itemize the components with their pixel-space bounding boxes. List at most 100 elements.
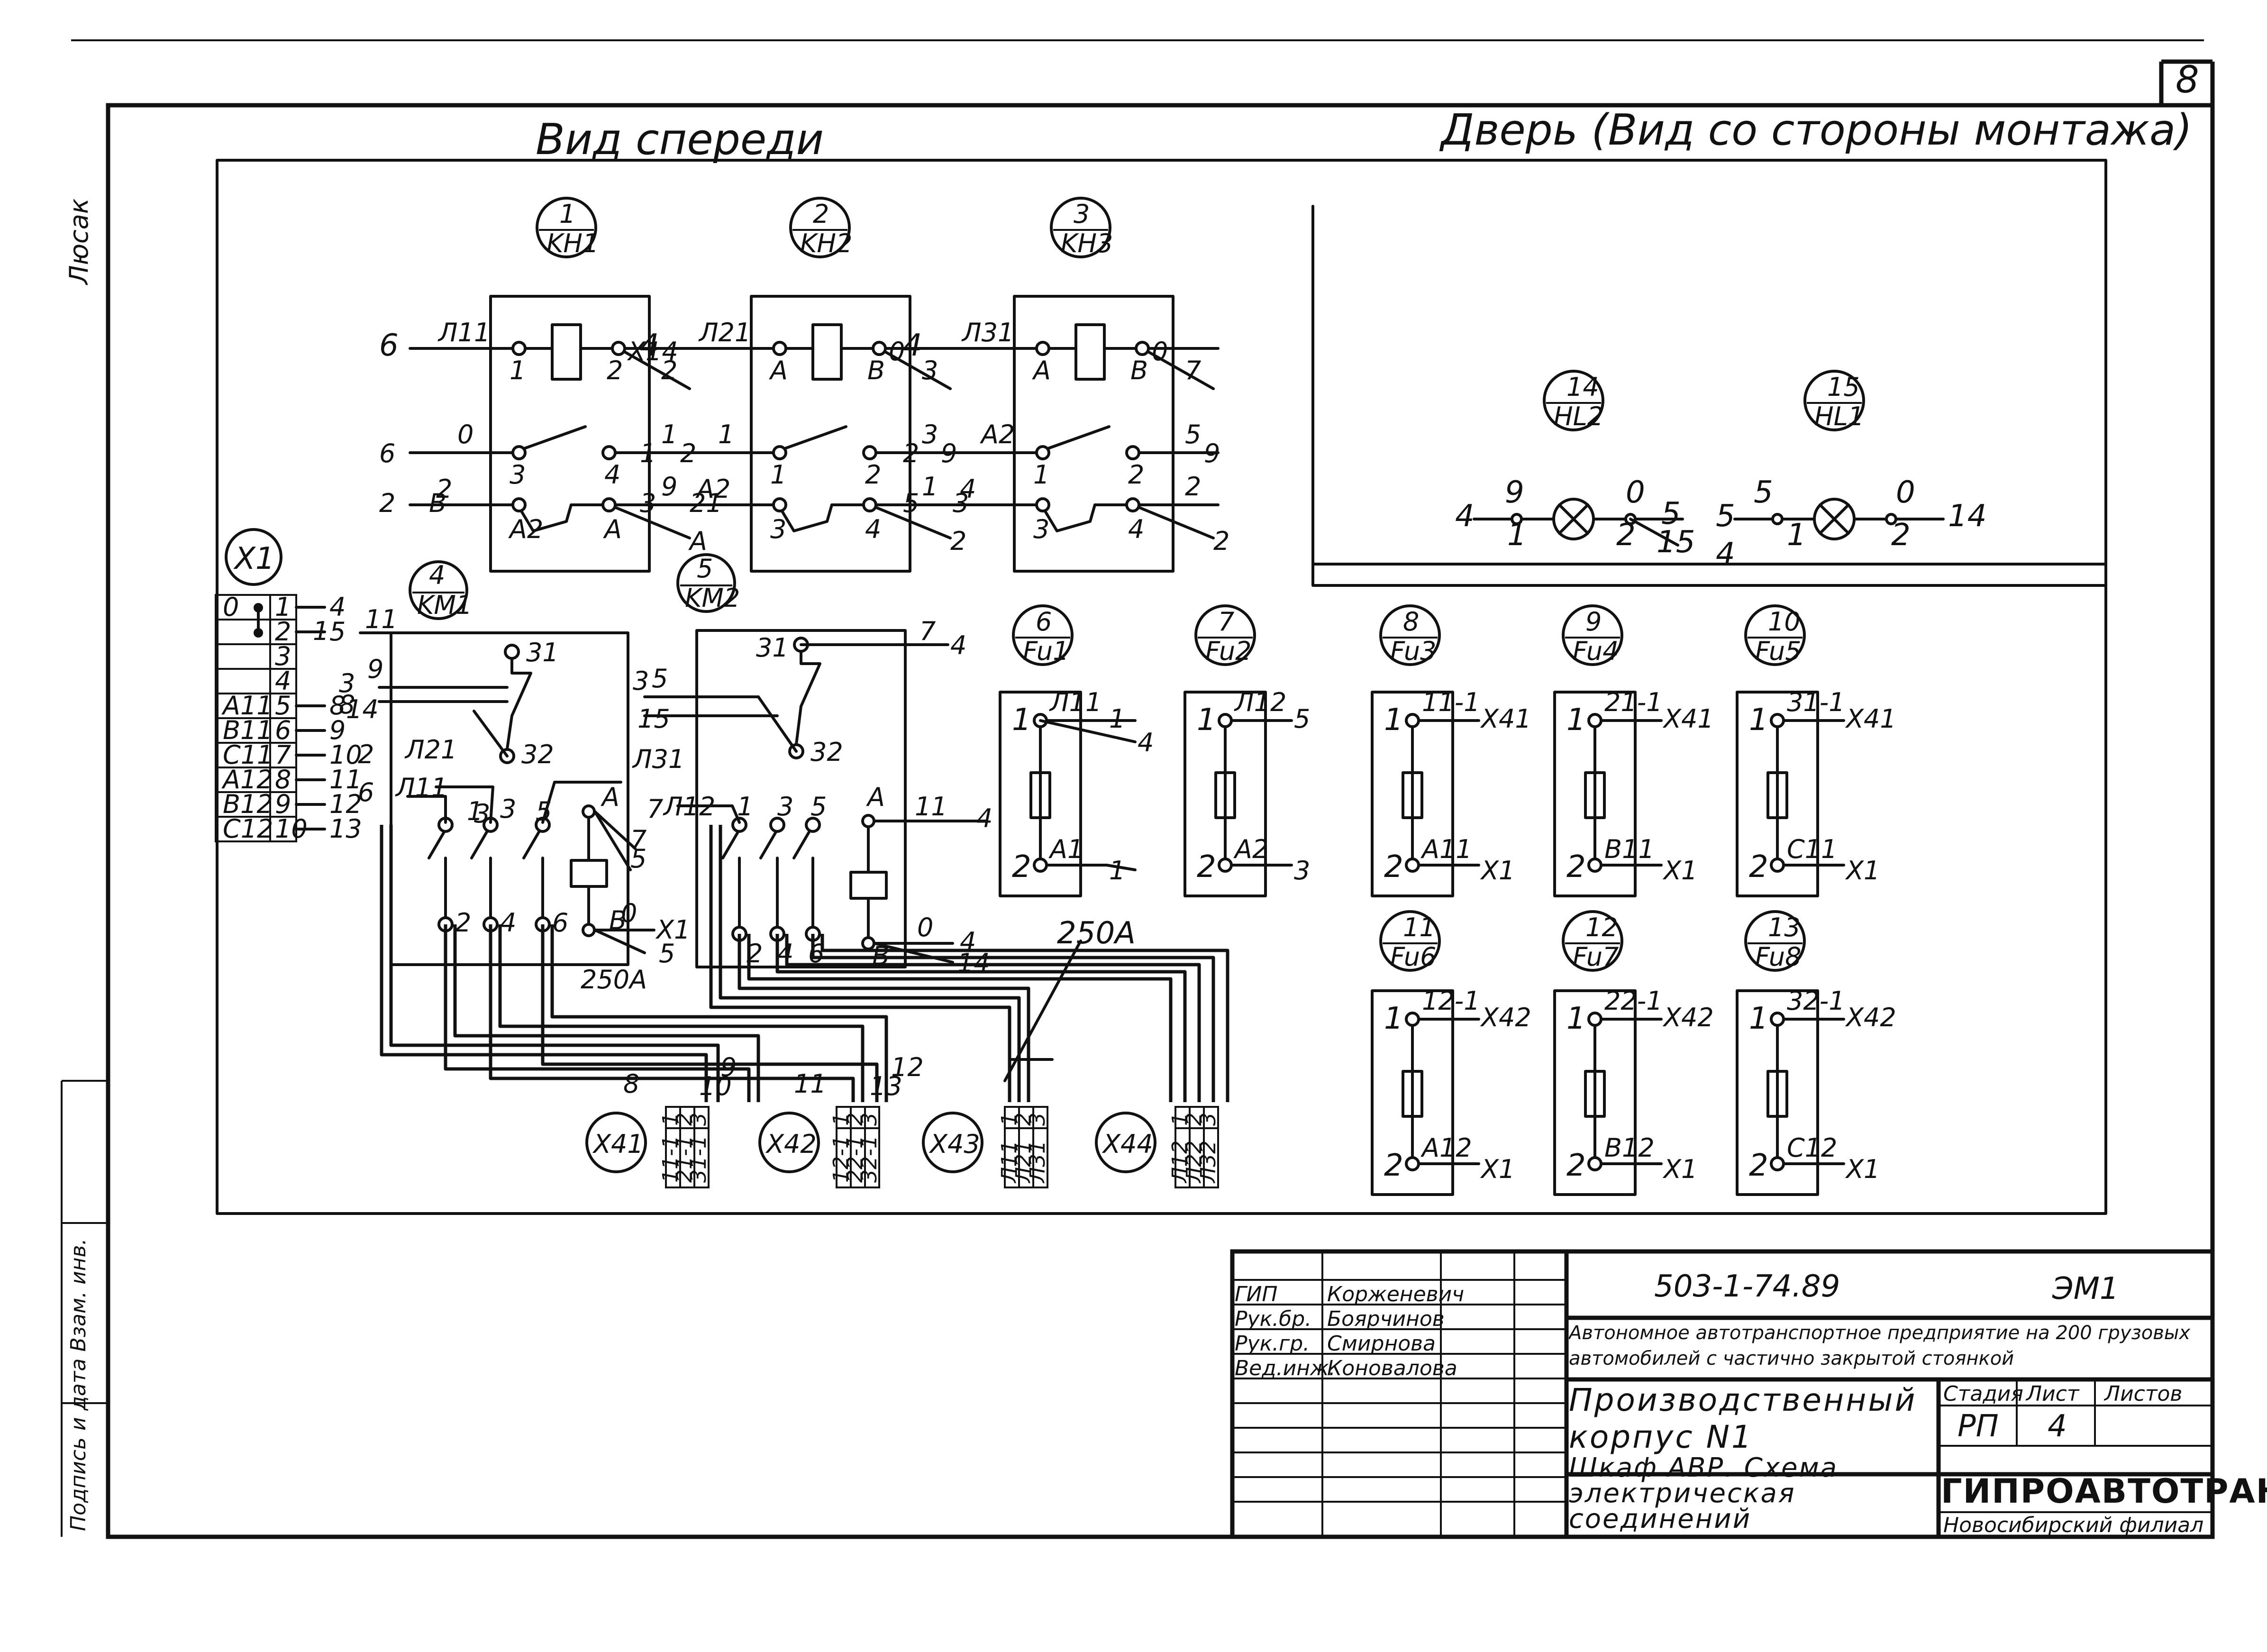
km2-label: 0	[917, 913, 933, 942]
fuse-top-dest: X41	[1662, 704, 1714, 734]
connector-wire: 21-1	[673, 1135, 697, 1183]
fuse-7-badge-code: Fu7	[1573, 942, 1619, 972]
x1-row-number: 8	[275, 765, 291, 794]
fuse-bottom-dest: X1	[1845, 856, 1880, 885]
lamp-terminal-label: 0	[1626, 475, 1645, 510]
km1-label: 0	[621, 898, 637, 928]
contactor-terminal-label: 2	[379, 488, 395, 518]
contactor-terminal-label: 4	[604, 460, 620, 490]
fuse-top-dest: 5	[1294, 704, 1310, 734]
contactor-coil-out: 0	[889, 337, 905, 366]
connector-pin: 2	[1182, 1113, 1206, 1126]
x1-extra-wire: 1	[313, 616, 329, 646]
lamp-terminal-label: 5	[1754, 475, 1773, 510]
drawing-title: Шкаф АВР. Схема электрическая соединений	[1569, 1455, 1839, 1534]
fuse-bottom-wire: C12	[1787, 1133, 1837, 1163]
km1-label: 3	[500, 794, 516, 824]
km2-label: 5	[810, 792, 827, 821]
x1-row-wire: 10	[329, 740, 362, 770]
contactor-terminal-label: B	[867, 356, 885, 385]
x1-row-number: 7	[275, 740, 291, 770]
contactor-terminal-label: 3	[953, 488, 969, 518]
km2-label: 15	[637, 704, 670, 734]
km1-label: 5	[536, 796, 552, 826]
fuse-bottom-dest: X1	[1662, 856, 1697, 885]
x1-badge: X1	[225, 528, 282, 586]
km1-label: 6	[552, 908, 568, 938]
km1-label: Л31	[632, 744, 684, 774]
fuse-bottom-dest: X1	[1480, 1154, 1515, 1184]
door-outline	[1311, 205, 2107, 587]
connector-wire: Л32	[1196, 1141, 1220, 1184]
lamp-2-badge-code: HL1	[1814, 402, 1864, 431]
tb-name: Смирнова	[1327, 1332, 1436, 1356]
tb-role: Рук.бр.	[1235, 1307, 1311, 1331]
km2-label: 1	[737, 792, 753, 821]
km1-label: 2	[455, 908, 471, 938]
door-view-title: Дверь (Вид со стороны монтажа)	[1439, 105, 2192, 155]
fuse-top-dest: X41	[1845, 704, 1896, 734]
fuse-bottom-wire: B11	[1604, 834, 1655, 864]
contactor-terminal-label: A2	[695, 474, 730, 504]
contactor-terminal-label: A	[769, 356, 788, 385]
x1-row-wire: 9	[329, 715, 346, 745]
lamp-terminal-label: 5	[1716, 499, 1735, 534]
fuse-top-dest: X41	[1480, 704, 1531, 734]
fuse-pin1: 1	[1566, 1001, 1586, 1036]
lamp-terminal-label: 5	[1661, 496, 1681, 531]
connector-wire-label: 13	[870, 1071, 902, 1101]
km1-label: 9	[367, 654, 383, 684]
contactor-terminal-label: 1	[770, 460, 786, 490]
lamp-1-badge-code: HL2	[1554, 402, 1603, 431]
lamp-terminal-label: 2	[1891, 518, 1911, 553]
connector-wire: Л11	[997, 1141, 1021, 1184]
fuse-7-badge-pos: 12	[1585, 913, 1618, 942]
contactor-terminal-label: 3	[640, 488, 656, 518]
km1-label: B	[609, 905, 627, 935]
connector-group: X41111-1221-1331-18910X42112-1222-1332-1…	[585, 1052, 1220, 1188]
km1-label: 7	[630, 825, 646, 855]
connector-wire: 31-1	[687, 1135, 711, 1183]
x1-row-wire: 13	[329, 814, 362, 844]
contactor-terminal-label: A2	[980, 420, 1015, 449]
contactor-1-badge-pos: 1	[559, 199, 575, 229]
fuse-top-dest: X42	[1662, 1003, 1714, 1032]
contactor-terminal-label: 3	[770, 514, 786, 544]
tb-role: Рук.гр.	[1235, 1332, 1310, 1356]
fuse-pin1: 1	[1384, 1001, 1403, 1036]
contactor-3-badge-code: KH3	[1061, 228, 1113, 258]
lamp-terminal-label: 1	[1507, 518, 1527, 553]
fuse-pin1: 1	[1749, 1001, 1768, 1036]
x1-row-source: A11	[221, 691, 273, 721]
connector-pin: 3	[687, 1113, 711, 1126]
x1-row-wire: 5	[329, 617, 346, 647]
x1-row-source: 0	[223, 592, 239, 622]
contactor-terminal-label: 1	[510, 356, 526, 385]
x1-code: X1	[233, 541, 275, 576]
cable-label: 250A	[1057, 916, 1136, 951]
km1-label: Л11	[395, 773, 447, 803]
connector-pin: 3	[1196, 1113, 1220, 1126]
fuse-pin2: 2	[1384, 849, 1403, 885]
contactor-terminal-label: 1	[661, 420, 677, 449]
fuse-top-wire: 11-1	[1422, 687, 1480, 717]
contactor-terminal-label: 2	[1185, 472, 1201, 502]
fuse-5-badge-pos: 10	[1768, 607, 1801, 637]
contactor-coil-in: Л11	[437, 318, 490, 347]
fuse-3-badge-pos: 8	[1403, 607, 1419, 637]
contactor-coil-in: Л21	[698, 318, 751, 347]
contactor-terminal-label: 1	[718, 420, 734, 449]
fuse-top-dest2: 4	[1138, 728, 1154, 758]
